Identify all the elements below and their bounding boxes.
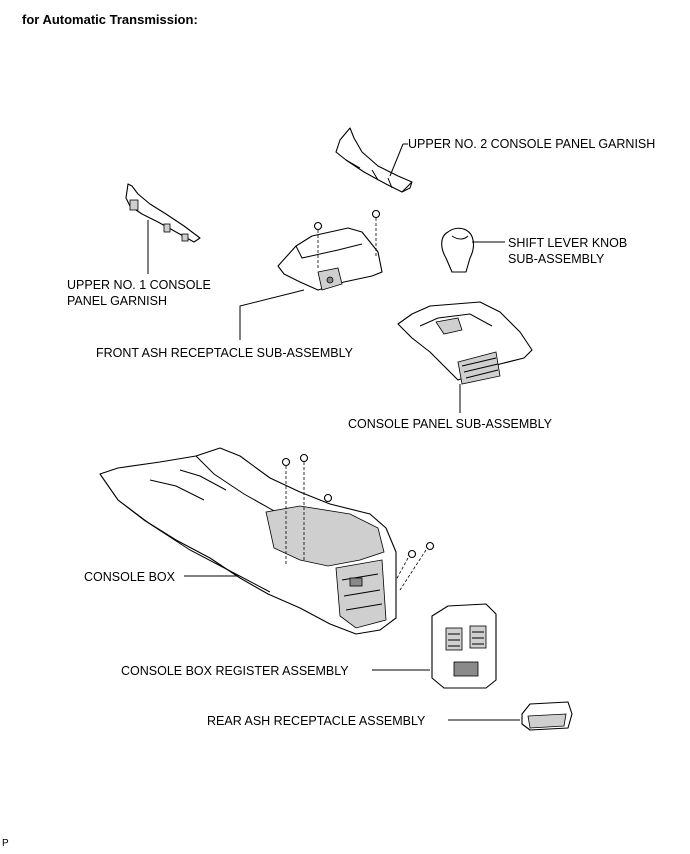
console-box-screws bbox=[281, 453, 435, 591]
label-rear-ash: REAR ASH RECEPTACLE ASSEMBLY bbox=[207, 714, 426, 728]
label-console-box: CONSOLE BOX bbox=[84, 570, 176, 584]
label-front-ash: FRONT ASH RECEPTACLE SUB-ASSEMBLY bbox=[96, 346, 354, 360]
label-upper-no2-garnish: UPPER NO. 2 CONSOLE PANEL GARNISH bbox=[408, 137, 655, 151]
rear-ash-receptacle-part bbox=[521, 701, 573, 731]
console-panel-part bbox=[397, 301, 533, 385]
label-upper-no1-garnish-line1: UPPER NO. 1 CONSOLE bbox=[67, 278, 211, 292]
label-console-panel: CONSOLE PANEL SUB-ASSEMBLY bbox=[348, 417, 553, 431]
front-ash-screw-left bbox=[313, 221, 323, 270]
footer-mark: P bbox=[2, 838, 9, 849]
diagram-heading: for Automatic Transmission: bbox=[22, 12, 198, 27]
label-shift-knob-line2: SUB-ASSEMBLY bbox=[508, 252, 605, 266]
label-upper-no1-garnish-line2: PANEL GARNISH bbox=[67, 294, 167, 308]
leader-front-ash bbox=[239, 289, 305, 340]
console-box-part bbox=[99, 447, 397, 635]
shift-lever-knob-part bbox=[441, 227, 475, 273]
upper-no1-garnish-part bbox=[125, 183, 201, 243]
register-assembly-part bbox=[431, 603, 497, 689]
upper-no2-garnish-part bbox=[335, 127, 413, 193]
label-register: CONSOLE BOX REGISTER ASSEMBLY bbox=[121, 664, 349, 678]
front-ash-receptacle-part bbox=[277, 227, 383, 291]
leader-upper-no2-diag bbox=[389, 143, 404, 177]
label-shift-knob-line1: SHIFT LEVER KNOB bbox=[508, 236, 627, 250]
front-ash-screw-right bbox=[371, 209, 381, 256]
